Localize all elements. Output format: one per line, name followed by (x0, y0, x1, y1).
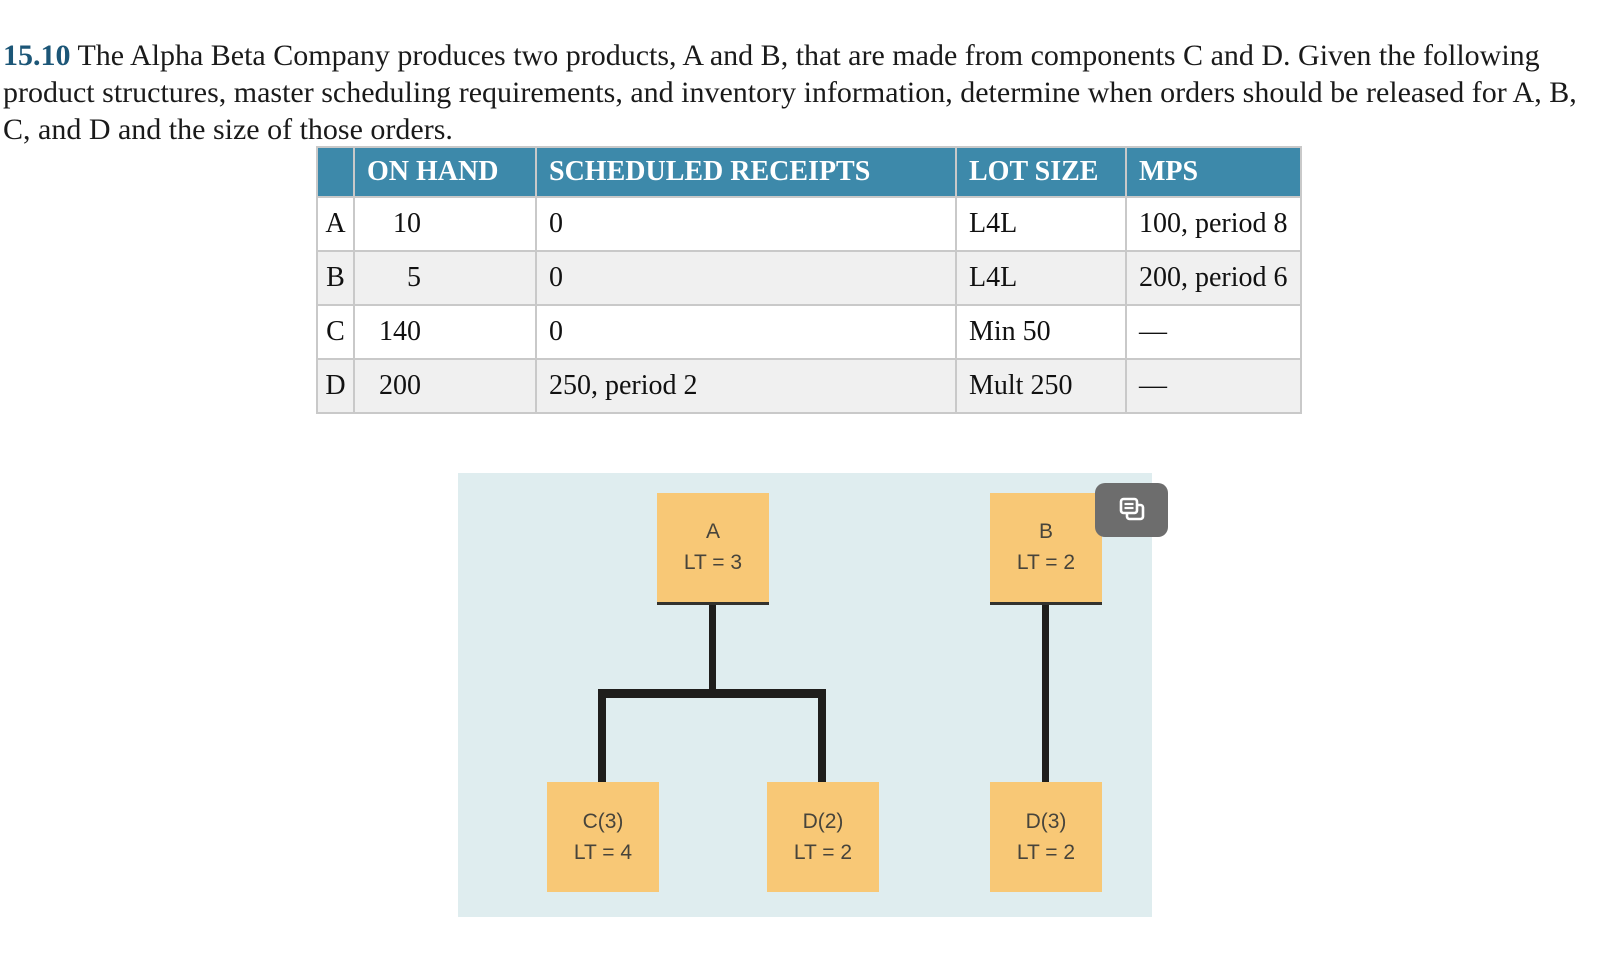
node-label: D(2) (802, 809, 844, 833)
connector-b-to-d3 (1042, 605, 1049, 782)
header-mps: MPS (1125, 146, 1302, 198)
mps-value: 100, period 8 (1125, 196, 1302, 252)
node-label: C(3) (582, 809, 624, 833)
connector-horizontal-bar (598, 689, 826, 698)
header-corner-cell (316, 146, 355, 198)
node-d3: D(3) LT = 2 (990, 782, 1102, 892)
table-row: D 200 250, period 2 Mult 250 — (316, 358, 1302, 414)
problem-statement: 15.10 The Alpha Beta Company produces tw… (3, 37, 1578, 148)
lot-size-value: L4L (955, 196, 1127, 252)
node-lead-time: LT = 2 (1016, 551, 1076, 574)
header-on-hand: ON HAND (353, 146, 537, 198)
item-label: C (316, 304, 355, 360)
on-hand-value: 10 (353, 196, 537, 252)
lot-size-value: Mult 250 (955, 358, 1127, 414)
connector-a-to-d2 (818, 698, 826, 782)
table-header-row: ON HAND SCHEDULED RECEIPTS LOT SIZE MPS (316, 146, 1302, 198)
lot-size-value: Min 50 (955, 304, 1127, 360)
pages-overlay-button[interactable] (1095, 483, 1168, 537)
on-hand-value: 5 (353, 250, 537, 306)
header-scheduled-receipts: SCHEDULED RECEIPTS (535, 146, 957, 198)
on-hand-value: 140 (353, 304, 537, 360)
header-lot-size: LOT SIZE (955, 146, 1127, 198)
item-label: D (316, 358, 355, 414)
scheduled-receipts-value: 250, period 2 (535, 358, 957, 414)
connector-a-to-c (598, 698, 606, 782)
on-hand-number: 5 (407, 262, 421, 293)
node-lead-time: LT = 4 (573, 840, 633, 864)
node-b: B LT = 2 (990, 493, 1102, 605)
on-hand-value: 200 (353, 358, 537, 414)
item-label: B (316, 250, 355, 306)
node-lead-time: LT = 3 (683, 551, 743, 574)
on-hand-number: 200 (379, 370, 421, 401)
lot-size-value: L4L (955, 250, 1127, 306)
connector-a-stem (709, 605, 716, 698)
on-hand-number: 10 (393, 208, 421, 239)
node-lead-time: LT = 2 (1016, 840, 1076, 864)
table-row: B 5 0 L4L 200, period 6 (316, 250, 1302, 306)
mps-value: — (1125, 304, 1302, 360)
problem-text: The Alpha Beta Company produces two prod… (3, 39, 1577, 146)
table-row: A 10 0 L4L 100, period 8 (316, 196, 1302, 252)
table-row: C 140 0 Min 50 — (316, 304, 1302, 360)
scheduled-receipts-value: 0 (535, 304, 957, 360)
node-label: B (1038, 520, 1053, 543)
on-hand-number: 140 (379, 316, 421, 347)
inventory-table: ON HAND SCHEDULED RECEIPTS LOT SIZE MPS … (316, 146, 1302, 414)
scheduled-receipts-value: 0 (535, 250, 957, 306)
item-label: A (316, 196, 355, 252)
node-label: A (705, 520, 720, 543)
mps-value: 200, period 6 (1125, 250, 1302, 306)
node-d2: D(2) LT = 2 (767, 782, 879, 892)
mps-value: — (1125, 358, 1302, 414)
node-a: A LT = 3 (657, 493, 769, 605)
scheduled-receipts-value: 0 (535, 196, 957, 252)
node-c: C(3) LT = 4 (547, 782, 659, 892)
node-lead-time: LT = 2 (793, 840, 853, 864)
problem-number: 15.10 (3, 39, 71, 72)
pages-icon (1116, 496, 1148, 524)
product-structure-diagram: A LT = 3 B LT = 2 C(3) LT = 4 D(2) LT = … (458, 473, 1152, 917)
node-label: D(3) (1025, 809, 1067, 833)
